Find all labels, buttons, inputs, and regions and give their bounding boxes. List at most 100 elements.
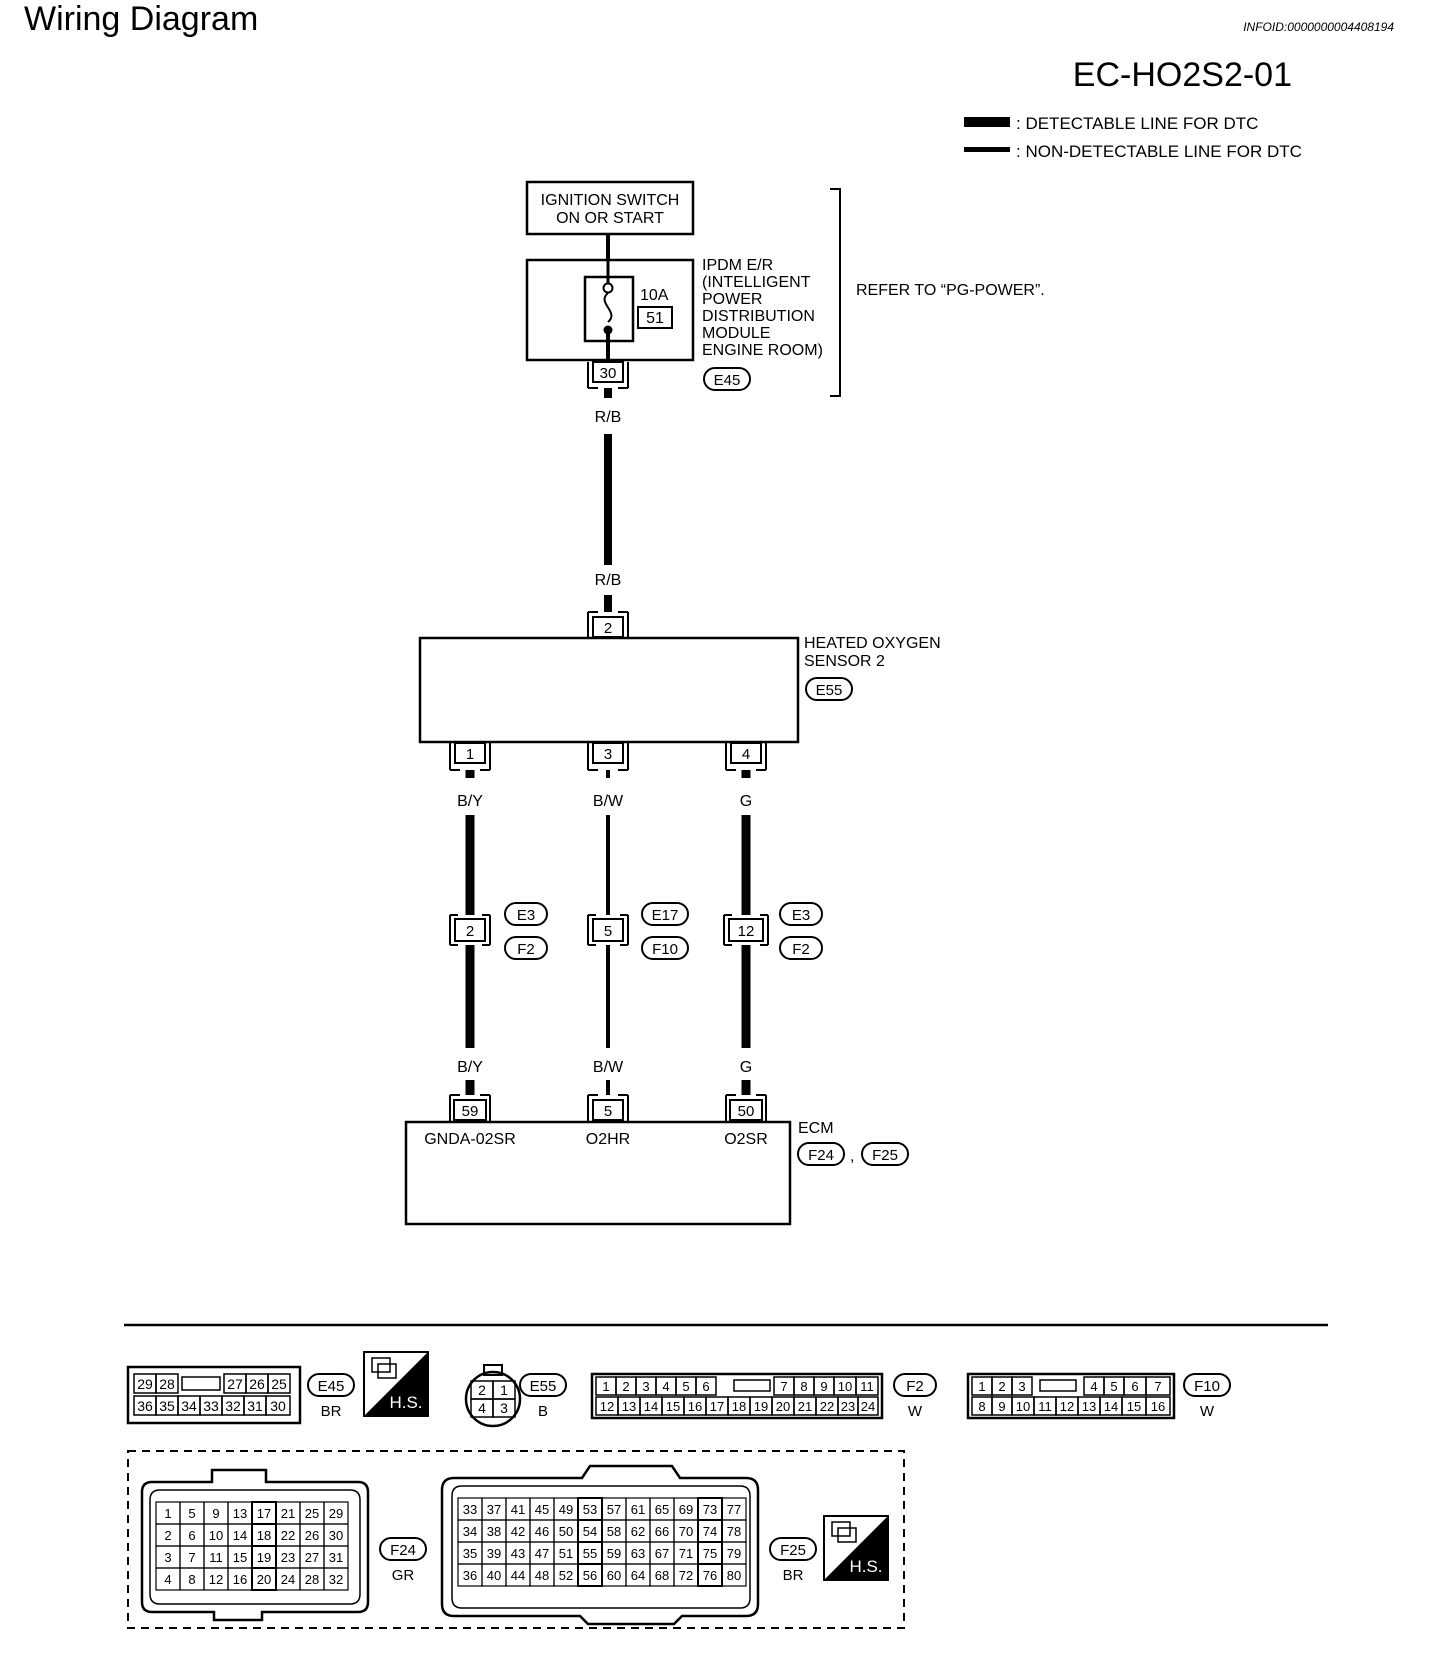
pin-number: 24 [281,1572,295,1587]
connector-tag-text: F2 [906,1378,924,1395]
pin-number: 2 [622,1379,629,1394]
pin-number: 4 [662,1379,669,1394]
pin-number: 22 [820,1399,834,1414]
harness-side-icon: H.S. [363,1351,429,1417]
connector-tag-f10: F10 [641,936,689,960]
info-id: INFOID:0000000004408194 [1243,20,1394,34]
connector-tag-f10: F10 [1183,1373,1231,1397]
terminal-number: 3 [604,746,612,763]
pin-number: 10 [209,1528,223,1543]
terminal-number: 59 [462,1103,479,1120]
ecm-terminal-59: 59 [449,1094,491,1122]
connector-color: GR [392,1567,415,1584]
ipdm-label-line: IPDM E/R [702,257,773,274]
pin-number: 4 [478,1400,486,1416]
ipdm-label-line: POWER [702,291,762,308]
pin-number: 43 [511,1546,525,1561]
pin-number: 5 [1110,1379,1117,1394]
sensor-terminal-4: 4 [725,742,767,771]
connector-tag-e3: E3 [504,902,548,926]
pin-number: 35 [463,1546,477,1561]
ipdm-label: IPDM E/R (INTELLIGENT POWER DISTRIBUTION… [702,257,823,359]
ecm-signal-label: GNDA-02SR [424,1131,516,1148]
pin-cell [323,1567,349,1591]
pin-number: 54 [583,1524,597,1539]
fuse-rating: 10A [640,287,669,304]
pin-number: 25 [271,1376,287,1392]
pin-number: 15 [233,1550,247,1565]
e45-row1: 29 28 27 26 25 [133,1373,291,1394]
pin-number: 11 [860,1379,874,1394]
pin-number: 32 [329,1572,343,1587]
pin-number: 20 [257,1572,271,1587]
power-wire-color-bottom: R/B [595,572,622,589]
pin-number: 5 [682,1379,689,1394]
connector-tag-e55: E55 [805,677,853,701]
pin-number: 7 [780,1379,787,1394]
pin-number: 23 [281,1550,295,1565]
pin-number: 21 [798,1399,812,1414]
pin-number: 13 [1082,1399,1096,1414]
pin-number: 51 [559,1546,573,1561]
pin-number: 75 [703,1546,717,1561]
pin-number: 11 [209,1550,223,1565]
pin-number: 18 [257,1528,271,1543]
diagram-code: EC-HO2S2-01 [1072,56,1292,94]
connector-tag-f2: F2 [779,936,823,960]
connector-color: BR [783,1567,804,1584]
connector-tag-f25: F25 [861,1142,909,1166]
pin-number: 34 [463,1524,477,1539]
pin-number: 67 [655,1546,669,1561]
pin-number: 5 [188,1506,195,1521]
legend-detectable-text: : DETECTABLE LINE FOR DTC [1016,114,1258,133]
wire-color-label: B/Y [457,1059,483,1076]
connector-tag-text: E17 [652,907,679,924]
pin-number: 28 [305,1572,319,1587]
pin-number: 73 [703,1502,717,1517]
pin-number: 15 [666,1399,680,1414]
pin-number: 64 [631,1568,645,1583]
circuit-g: G 12 G [723,770,769,1095]
pin-number: 13 [233,1506,247,1521]
pin-number: 8 [978,1399,985,1414]
pin-number: 77 [727,1502,741,1517]
pin-number: 29 [329,1506,343,1521]
connector-view-f2: 1 2 3 4 5 6 7 8 9 10 11 12 13 14 15 16 1… [590,1372,884,1420]
terminal-number: 2 [604,620,612,637]
pin-number: 29 [137,1376,153,1392]
page-title: Wiring Diagram [24,0,259,38]
circuit-b-y: B/Y 2 B/Y [449,770,491,1095]
pin-number: 31 [329,1550,343,1565]
pin-number: 3 [1018,1379,1025,1394]
connector-tag-e3: E3 [779,902,823,926]
connector-tag-e55: E55 [519,1373,567,1397]
connector-color: BR [321,1403,342,1420]
ipdm-label-line: (INTELLIGENT [702,274,811,291]
f10-row2: 8 9 10 11 12 13 14 15 16 [971,1396,1171,1416]
pin-number: 49 [559,1502,573,1517]
pin-number: 30 [270,1398,286,1414]
connector-color: W [908,1403,923,1420]
pin-number: 16 [1151,1399,1165,1414]
sensor-terminal-3: 3 [587,742,629,771]
pin-number: 33 [463,1502,477,1517]
pin-number: 20 [776,1399,790,1414]
pin-number: 14 [233,1528,247,1543]
ecm-box [404,1120,792,1226]
pin-number: 27 [305,1550,319,1565]
connector-tag-text: E55 [816,682,843,699]
connector-tag-text: F24 [390,1542,416,1559]
pin-number: 27 [227,1376,243,1392]
pin-number: 10 [1016,1399,1030,1414]
pin-number: 12 [600,1399,614,1414]
connector-tag-f24: F24 [379,1537,427,1561]
wire-color-label: B/W [593,1059,624,1076]
connector-tag-f25: F25 [769,1537,817,1561]
pin-number: 56 [583,1568,597,1583]
pin-number: 47 [535,1546,549,1561]
pin-number: 57 [607,1502,621,1517]
pin-number: 69 [679,1502,693,1517]
pin-number: 70 [679,1524,693,1539]
